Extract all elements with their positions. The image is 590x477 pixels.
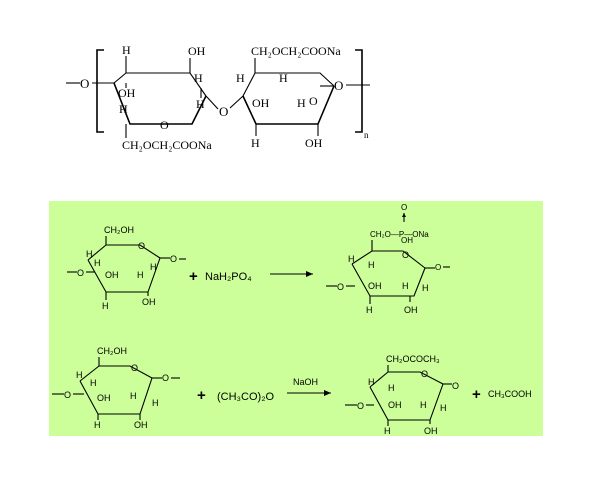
r1p-oh-p: OH: [401, 236, 413, 245]
r1-right-o: O: [170, 254, 177, 264]
r2p-oh1: OH: [388, 400, 402, 410]
r2-h2: H: [90, 378, 97, 388]
ring2-oxygen: O: [309, 94, 318, 108]
r2p-ring-o: O: [421, 369, 428, 379]
r1p-oh2: OH: [404, 305, 418, 315]
r1-oh1: OH: [105, 270, 119, 280]
ring1-bottom: [113, 82, 207, 125]
ring1-oxygen: O: [160, 118, 169, 132]
r1p-p-group: CH₂O—P—ONa: [370, 230, 429, 239]
r1-product: O CH₂O—P—ONa OH O O H H O OH H H H OH: [326, 203, 450, 315]
right-bracket: [355, 49, 363, 133]
r1-h1: H: [86, 249, 93, 259]
r2p-h5: H: [384, 426, 391, 436]
r2-reactant: CH₂OH O O H H O OH H H H OH: [52, 346, 180, 430]
r2-left-o: O: [64, 390, 71, 400]
u1-oh-left: OH: [118, 86, 136, 100]
r1-h5: H: [102, 301, 109, 311]
r2p-h2: H: [388, 383, 395, 393]
r1-oh2: OH: [142, 297, 156, 307]
r1p-h3: H: [402, 281, 409, 291]
u2-oh-mid: OH: [252, 96, 270, 110]
r2p-left-o: O: [357, 401, 364, 411]
r2-h4: H: [152, 398, 159, 408]
r2-ring-o: O: [131, 363, 138, 373]
r1-plus: +: [189, 268, 198, 285]
r1p-h2: H: [368, 260, 375, 270]
cmc-right-o: O: [334, 78, 343, 93]
r2p-oh2: OH: [424, 426, 438, 436]
r1-ch2oh: CH₂OH: [104, 225, 134, 235]
r2p-h3: H: [420, 400, 427, 410]
r1-h2: H: [94, 258, 101, 268]
u1-oh-top: OH: [188, 44, 206, 58]
r2-byproduct: CH₃COOH: [488, 389, 532, 399]
r2-product: CH₂OCOCH₃ O O H H O OH H H H OH: [345, 354, 459, 436]
r2-plus1: +: [197, 387, 206, 404]
r2-plus2: +: [472, 386, 481, 403]
r1-ring-o: O: [138, 241, 145, 251]
r1p-oh1: OH: [368, 281, 382, 291]
u1-h-mid: H: [194, 71, 203, 85]
cmc-structure: O O H OH H H OH H CH₂OCH₂COONa O O CH₂OC…: [66, 43, 370, 152]
reaction-panel: [49, 201, 543, 436]
u2-oh-bot: OH: [305, 136, 323, 150]
r2p-substituent: CH₂OCOCH₃: [386, 354, 440, 364]
r2-h3: H: [130, 391, 137, 401]
r2-catalyst: NaOH: [293, 377, 318, 387]
r2p-h4: H: [440, 403, 447, 413]
u1-substituent: CH₂OCH₂COONa: [122, 138, 212, 152]
left-bracket: [96, 49, 104, 133]
r2-oh2: OH: [134, 420, 148, 430]
r1p-h1: H: [348, 254, 355, 264]
bridge-oxygen: O: [219, 104, 228, 119]
u1-h-top-left: H: [122, 43, 131, 57]
cmc-left-o: O: [80, 76, 89, 91]
repeat-n: n: [364, 130, 369, 140]
r1p-ring-o: O: [402, 250, 409, 260]
r1-reagent: NaH₂PO₄: [205, 271, 252, 283]
r1-h4: H: [150, 262, 157, 272]
ring1-top: [113, 72, 207, 97]
ring2-bottom: [242, 85, 335, 125]
u2-h-left: H: [236, 71, 245, 85]
r2-reagent: (CH₃CO)₂O: [217, 391, 274, 403]
r1p-o-top: O: [401, 203, 407, 212]
r2-h5: H: [94, 420, 101, 430]
r1p-right-o: O: [435, 263, 441, 272]
r2-h1: H: [76, 370, 83, 380]
r2p-h1: H: [368, 377, 375, 387]
r1-reactant: CH₂OH O O H H O OH H H H OH: [67, 225, 186, 311]
r1-left-o: O: [77, 268, 84, 278]
u2-h-bot-left: H: [251, 136, 260, 150]
ring2-top: [242, 72, 335, 97]
u2-substituent: CH₂OCH₂COONa: [251, 44, 341, 58]
r2-oh1: OH: [97, 393, 111, 403]
u1-h-lower-left: H: [119, 102, 128, 116]
r1-arrowhead: [306, 271, 313, 277]
u1-h-right: H: [196, 97, 205, 111]
r2-right-o: O: [162, 373, 169, 383]
u2-h-top: H: [279, 71, 288, 85]
r1-h3: H: [137, 270, 144, 280]
r1p-left-o: O: [337, 282, 344, 292]
u2-h-right: H: [297, 96, 306, 110]
r1p-h5: H: [366, 305, 373, 315]
r2-arrowhead: [324, 390, 331, 396]
r2-ch2oh: CH₂OH: [97, 346, 127, 356]
r1p-h4: H: [422, 283, 429, 293]
r2p-right-o: O: [452, 381, 459, 391]
